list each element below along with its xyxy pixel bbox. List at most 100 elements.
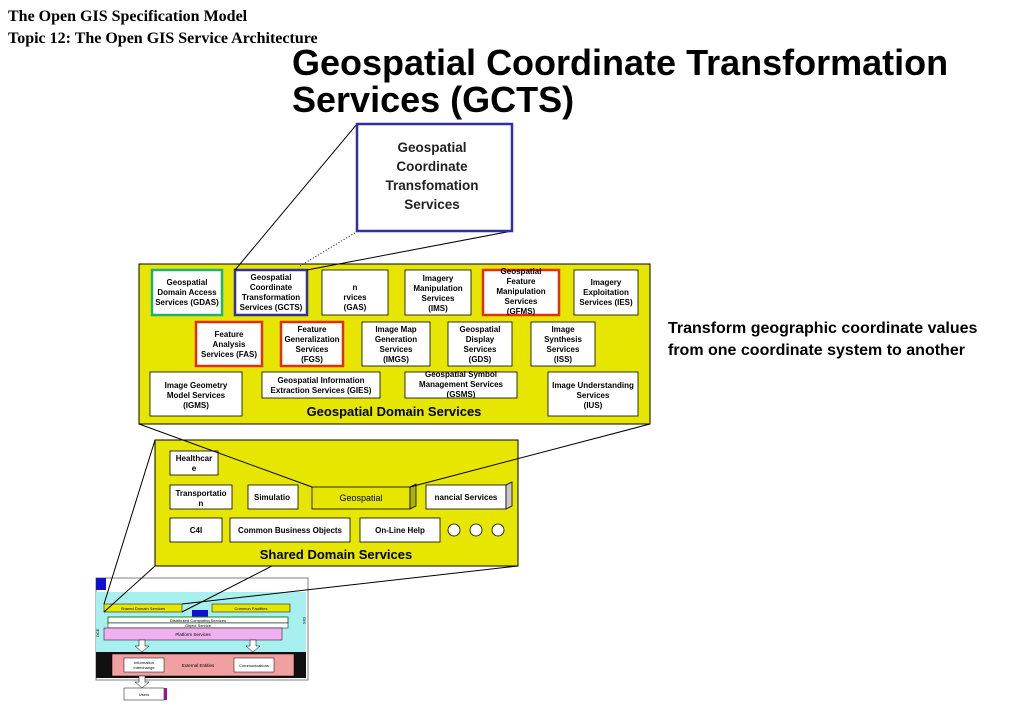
- ims-label-3: Services: [422, 294, 455, 303]
- gies-label-1: Geospatial Information: [277, 376, 364, 385]
- shared-geospatial-label: Geospatial: [339, 493, 382, 503]
- ims-box: [404, 269, 472, 316]
- simulation-box: [247, 484, 299, 510]
- financial-box: [425, 484, 507, 510]
- cbo-box: [229, 517, 351, 543]
- imgs-label-1: Image Map: [375, 325, 416, 334]
- arch-arrow-3: [134, 675, 150, 689]
- description-text: Transform geographic coordinate values f…: [668, 320, 978, 359]
- arch-side-label-right: GIS: [302, 617, 307, 624]
- fas-label-3: Services (FAS): [201, 350, 257, 359]
- gcts-label-1: Geospatial: [251, 273, 292, 282]
- arch-comm-label: Communications: [239, 663, 269, 668]
- financial-box-side: [505, 481, 513, 510]
- fas-label-2: Analysis: [213, 340, 246, 349]
- transportation-box: [169, 484, 233, 510]
- gfms-label-3: Manipulation: [496, 287, 545, 296]
- online-help-label: On-Line Help: [375, 526, 425, 535]
- gcts-label-3: Transformation: [242, 293, 300, 302]
- page-title: Geospatial Coordinate Transformation Ser…: [292, 44, 1012, 118]
- arch-arrow-1: [134, 639, 150, 653]
- arch-info-box: [123, 657, 165, 673]
- iss-box: [530, 321, 596, 367]
- arch-common-facilities-box: [211, 603, 291, 613]
- ies-label-3: Services (IES): [579, 298, 633, 307]
- page-title-line-2: Services (GCTS): [292, 79, 575, 120]
- zoom-lines-middle: [138, 423, 651, 488]
- arch-side-label-left: DCE: [95, 628, 100, 637]
- gds-box: [447, 321, 513, 367]
- gfms-label-4: Services: [505, 297, 538, 306]
- imgs-label-3: Services: [380, 345, 413, 354]
- iss-label-3: Services: [547, 345, 580, 354]
- fgs-label-1: Feature: [298, 325, 327, 334]
- gsms-label-2: Management Services: [419, 380, 504, 389]
- gfms-label-5: (GFMS): [507, 307, 536, 316]
- c4i-label: C4I: [190, 526, 202, 535]
- gas-box: [321, 269, 389, 316]
- arch-arrow-2: [245, 639, 261, 653]
- iss-label-1: Image: [551, 325, 575, 334]
- fgs-label-3: Services: [296, 345, 329, 354]
- fas-box: [194, 320, 264, 368]
- igms-box: [149, 371, 243, 417]
- ims-label-1: Imagery: [423, 274, 454, 283]
- gcts-zoom-line-3: Transfomation: [385, 178, 478, 193]
- igms-label-3: (IGMS): [183, 401, 209, 410]
- gfms-box: [481, 268, 561, 317]
- imgs-label-4: (IMGS): [383, 355, 409, 364]
- healthcare-box: [169, 450, 219, 476]
- ims-label-2: Manipulation: [413, 284, 462, 293]
- fgs-label-2: Generalization: [284, 335, 339, 344]
- fgs-label-4: (FGS): [301, 355, 323, 364]
- arch-shared-domain-box: [103, 603, 183, 613]
- ims-label-4: (IMS): [428, 304, 448, 313]
- gds-label-4: (GDS): [469, 355, 492, 364]
- gas-label-3: (GAS): [344, 303, 367, 312]
- gsms-box: [404, 371, 518, 399]
- gas-label-1: n: [353, 283, 358, 292]
- ius-label-2: Services: [577, 391, 610, 400]
- gdas-label-3: Services (GDAS): [155, 298, 219, 307]
- architecture-diagram: Shared Domain Services Common Facilities…: [95, 577, 309, 701]
- arch-platform-label: Platform Services: [175, 632, 211, 637]
- arch-object-label: Object Service: [185, 623, 212, 628]
- arch-info-label-1: Information: [134, 660, 154, 665]
- healthcare-label-2: e: [192, 464, 197, 473]
- imgs-box: [361, 321, 431, 367]
- page-title-line-1: Geospatial Coordinate Transformation: [292, 42, 949, 83]
- igms-label-1: Image Geometry: [165, 381, 228, 390]
- gcts-zoom-line-4: Services: [404, 197, 460, 212]
- iss-label-2: Synthesis: [544, 335, 582, 344]
- c4i-box: [169, 517, 223, 543]
- header-line-2: Topic 12: The Open GIS Service Architect…: [8, 30, 318, 47]
- arch-platform-box: [103, 627, 283, 641]
- cbo-label: Common Business Objects: [238, 526, 343, 535]
- healthcare-label-1: Healthcar: [176, 454, 212, 463]
- ius-label-1: Image Understanding: [552, 381, 634, 390]
- arch-shared-domain-label: Shared Domain Services: [121, 606, 165, 611]
- ies-label-1: Imagery: [591, 278, 622, 287]
- ies-box: [573, 269, 639, 316]
- gfms-label-1: Geospatial: [501, 267, 542, 276]
- arch-comm-box: [233, 657, 275, 673]
- online-help-box: [359, 517, 441, 543]
- header-line-1: The Open GIS Specification Model: [8, 8, 248, 25]
- financial-label: nancial Services: [435, 493, 498, 502]
- gds-label-2: Display: [466, 335, 495, 344]
- igms-label-2: Model Services: [167, 391, 226, 400]
- gcts-box: [233, 268, 309, 317]
- ellipsis-circle-1: [447, 523, 461, 537]
- gcts-zoom-box: Geospatial Coordinate Transfomation Serv…: [355, 122, 514, 233]
- ius-box: [547, 371, 639, 417]
- gds-label-3: Services: [464, 345, 497, 354]
- imgs-label-2: Generation: [375, 335, 417, 344]
- ellipsis-circle-2: [469, 523, 483, 537]
- fas-label-1: Feature: [215, 330, 244, 339]
- arch-users-label: Users: [139, 692, 149, 697]
- gies-box: [261, 371, 381, 399]
- fgs-box: [279, 320, 345, 368]
- arch-info-label-2: Interchange: [133, 665, 155, 670]
- gies-label-2: Extraction Services (GIES): [271, 386, 372, 395]
